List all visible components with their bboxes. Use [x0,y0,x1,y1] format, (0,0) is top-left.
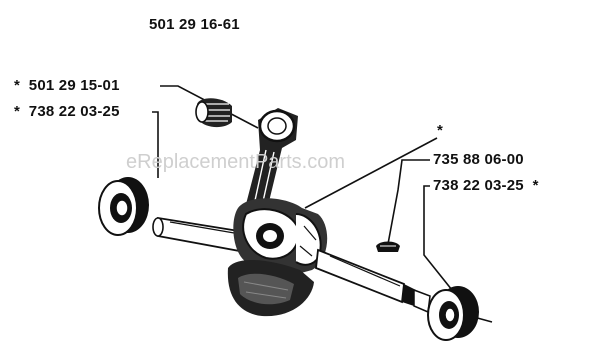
part-number: 735 88 06-00 [433,151,524,168]
leader-left-bearing [152,111,159,178]
part-label-crankshaft: * [437,123,443,139]
asterisk-marker: * [532,177,539,194]
part-label-right-bearing: 738 22 03-25 * [433,178,539,194]
asterisk-marker: * [437,122,444,139]
part-number: 738 22 03-25 [28,103,120,120]
leader-right-bearing [423,185,453,291]
part-number: 738 22 03-25 [433,177,524,194]
asterisk-marker: * [14,77,21,94]
leader-crankshaft [304,137,438,209]
part-number: 501 29 15-01 [28,77,120,94]
right-ball-bearing [427,286,479,341]
part-label-left-bearing: * 738 22 03-25 [14,104,120,120]
left-ball-bearing [98,177,149,236]
part-label-needle-bearing: * 501 29 15-01 [14,78,120,94]
part-label-key: 735 88 06-00 [433,152,524,168]
watermark-text: eReplacementParts.com [126,151,345,173]
crankshaft [152,108,431,317]
needle-bearing [195,98,232,128]
asterisk-marker: * [14,103,21,120]
woodruff-key [376,241,400,252]
leader-key [387,159,430,245]
assembly-number: 501 29 16-61 [149,16,240,33]
